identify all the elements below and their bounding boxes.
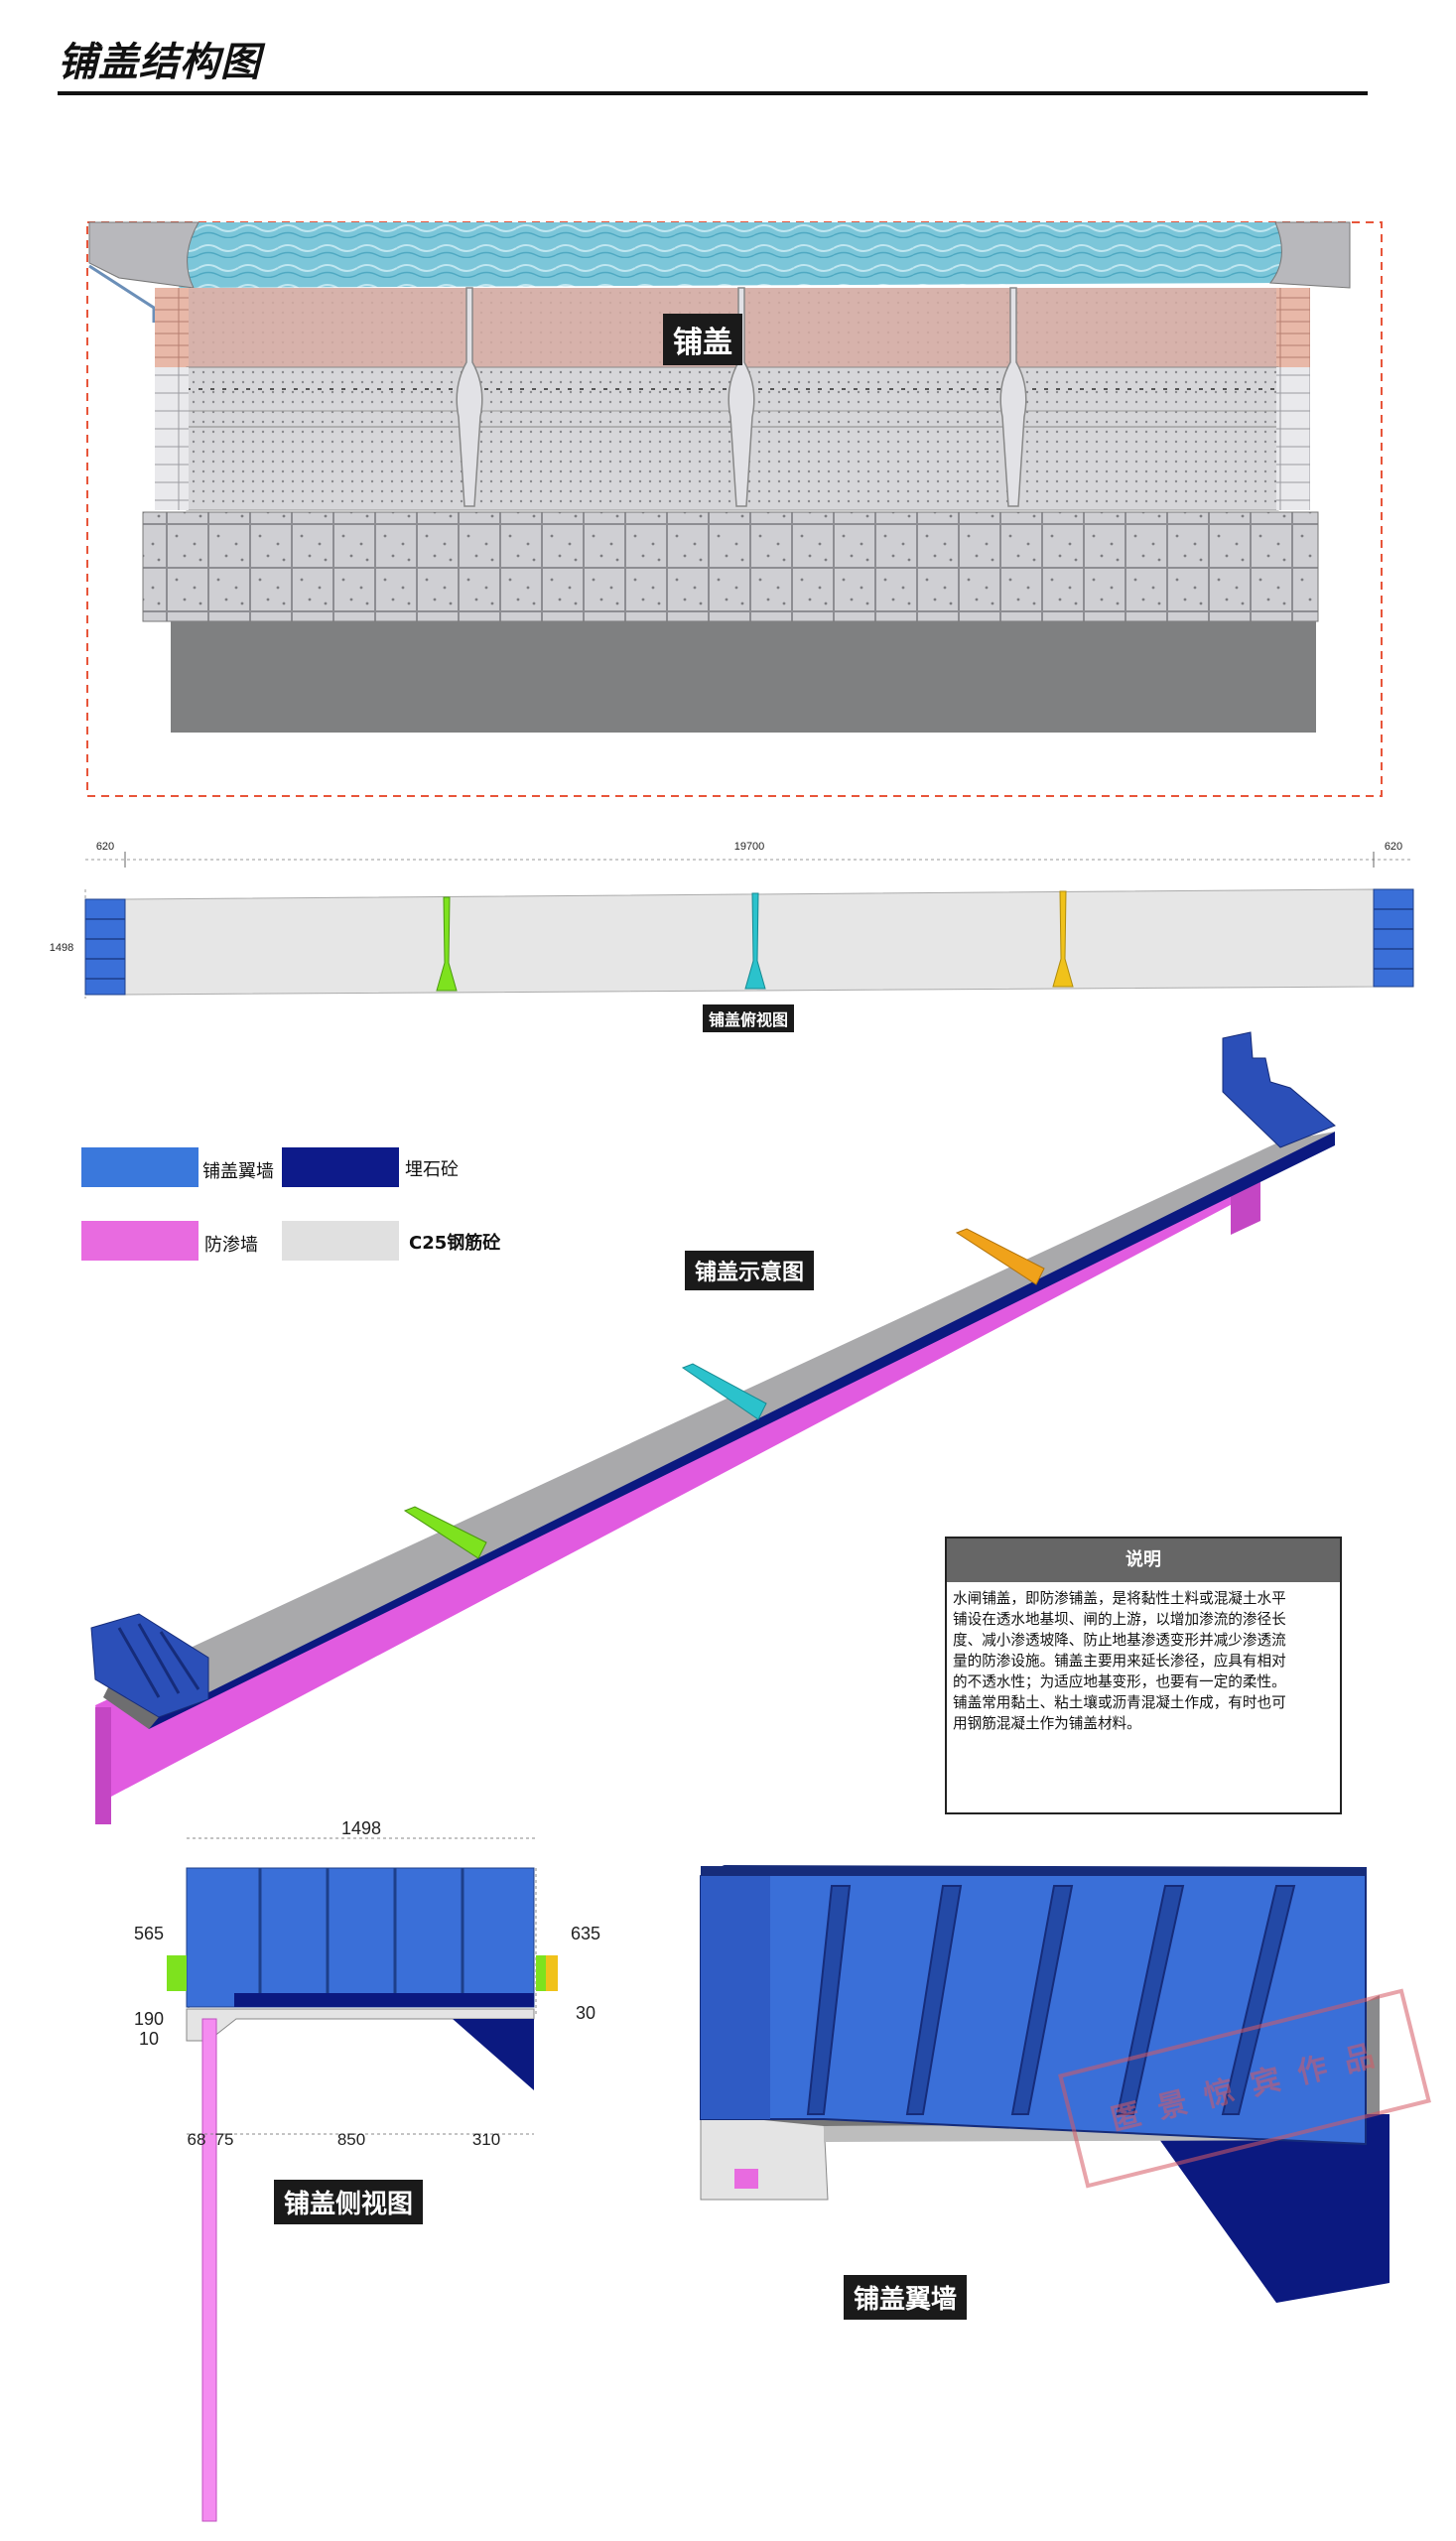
svg-text:30: 30	[576, 2003, 596, 2023]
iso-wing-right	[1222, 1031, 1336, 1148]
description-title: 说明	[947, 1538, 1340, 1582]
side-view: 1498 565 190 10 635 30 68 75 850 310	[134, 1818, 600, 2522]
elevation-view	[86, 221, 1383, 797]
plan-caption: 铺盖俯视图	[703, 1004, 795, 1032]
legend-swatch-cutoff	[81, 1221, 199, 1261]
page-title: 铺盖结构图	[58, 41, 261, 84]
plan-view: 620 19700 620 1498	[50, 841, 1414, 999]
dim-height: 1498	[50, 942, 73, 954]
svg-text:10: 10	[139, 2029, 159, 2049]
iso-view	[90, 1031, 1336, 1824]
svg-text:565: 565	[134, 1924, 164, 1943]
description-line: 用钢筋混凝土作为铺盖材料。	[953, 1715, 1141, 1732]
water-surface	[179, 222, 1285, 288]
description-line: 度、减小渗透坡降、防止地基渗透变形并减少渗透流	[953, 1632, 1286, 1649]
plan-wing-left	[84, 898, 126, 996]
title-divider	[58, 91, 1368, 95]
legend-swatch-stone-concrete	[282, 1147, 399, 1187]
side-cutoff-wall	[201, 2018, 217, 2522]
description-line: 铺盖常用黏土、粘土壤或沥青混凝土作成，有时也可	[953, 1694, 1286, 1711]
svg-text:310: 310	[472, 2130, 500, 2149]
legend-label-stone-concrete: 埋石砼	[405, 1159, 459, 1180]
wing-wall-view	[700, 1864, 1390, 2303]
legend-swatch-wing	[81, 1147, 199, 1187]
description-body: 水闸铺盖，即防渗铺盖，是将黏性土料或混凝土水平 铺设在透水地基坝、闸的上游，以增…	[947, 1582, 1340, 1740]
legend-label-c25: C25钢筋砼	[409, 1233, 501, 1254]
joint-group	[456, 287, 1027, 507]
description-line: 的不透水性；为适应地基变形，也要有一定的柔性。	[953, 1673, 1286, 1690]
legend-label-wing: 铺盖翼墙	[202, 1161, 274, 1182]
description-line: 铺设在透水地基坝、闸的上游，以增加渗流的渗径长	[953, 1611, 1286, 1628]
dim-middle: 19700	[734, 841, 765, 853]
svg-text:68: 68	[188, 2130, 206, 2149]
svg-text:635: 635	[571, 1924, 600, 1943]
stone-foundation	[142, 511, 1319, 622]
svg-text:190: 190	[134, 2009, 164, 2029]
left-bank	[88, 221, 199, 289]
iso-caption: 铺盖示意图	[685, 1251, 815, 1290]
side-wing-box	[186, 1867, 535, 2008]
plan-joint-gold	[1052, 890, 1074, 988]
side-dim-top: 1498	[341, 1818, 381, 1838]
legend-label-cutoff: 防渗墙	[204, 1235, 258, 1256]
description-panel: 说明 水闸铺盖，即防渗铺盖，是将黏性土料或混凝土水平 铺设在透水地基坝、闸的上游…	[945, 1537, 1342, 1814]
plan-joint-cyan	[744, 892, 766, 990]
wing-caption: 铺盖翼墙	[844, 2275, 968, 2320]
base-layer	[171, 621, 1316, 733]
dim-left: 620	[96, 841, 114, 853]
legend-swatch-c25	[282, 1221, 399, 1261]
dim-right: 620	[1385, 841, 1402, 853]
right-bank	[1269, 221, 1351, 289]
plan-joint-green	[436, 896, 458, 992]
description-line: 水闸铺盖，即防渗铺盖，是将黏性土料或混凝土水平	[953, 1590, 1286, 1607]
svg-text:850: 850	[337, 2130, 365, 2149]
elevation-label: 铺盖	[663, 314, 742, 365]
plan-wing-right	[1373, 888, 1414, 988]
svg-text:75: 75	[215, 2130, 234, 2149]
description-line: 量的防渗设施。铺盖主要用来延长渗径，应具有相对	[953, 1653, 1286, 1670]
side-caption: 铺盖侧视图	[274, 2180, 424, 2224]
